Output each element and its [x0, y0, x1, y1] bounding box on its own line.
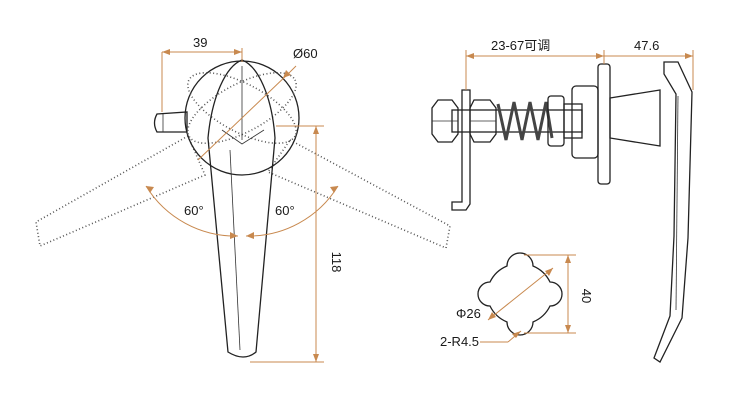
latch-cam [451, 89, 471, 211]
side-view [431, 61, 693, 363]
cutout-detail: Φ26 40 2-R4.5 [440, 252, 594, 349]
side-handle [653, 61, 693, 363]
dim-handle-depth: 47.6 [634, 38, 659, 53]
dimension-39: 39 [161, 35, 243, 112]
angle-right-label: 60° [275, 203, 295, 218]
front-view [35, 59, 451, 358]
compression-spring [496, 101, 554, 141]
main-handle [207, 59, 276, 358]
end-nut [431, 99, 459, 143]
dimension-adjust-range: 23-67可调 [465, 38, 605, 90]
flange [597, 63, 611, 185]
rotated-handle-left [35, 134, 207, 248]
dim-radius: 2-R4.5 [440, 334, 479, 349]
dimension-47-6: 47.6 [604, 38, 694, 90]
angle-dimensions: 60° 60° [145, 185, 339, 239]
housing-body [571, 85, 599, 159]
dim-length: 118 [329, 252, 344, 273]
panel-cutout [477, 252, 563, 336]
dimension-diameter-60: Ø60 [197, 46, 318, 161]
handle-shaft [609, 89, 661, 147]
angle-left-label: 60° [184, 203, 204, 218]
dim-adjust-range: 23-67可调 [491, 38, 550, 53]
dim-hole-height: 40 [579, 289, 594, 303]
locating-pin [153, 111, 188, 133]
dim-hole-diameter: Φ26 [456, 306, 481, 321]
rotated-handle-right [266, 138, 451, 250]
lock-nut [469, 99, 497, 143]
dimension-118: 118 [250, 125, 344, 363]
dim-width-top: 39 [193, 35, 207, 50]
dim-diameter: Ø60 [293, 46, 318, 61]
